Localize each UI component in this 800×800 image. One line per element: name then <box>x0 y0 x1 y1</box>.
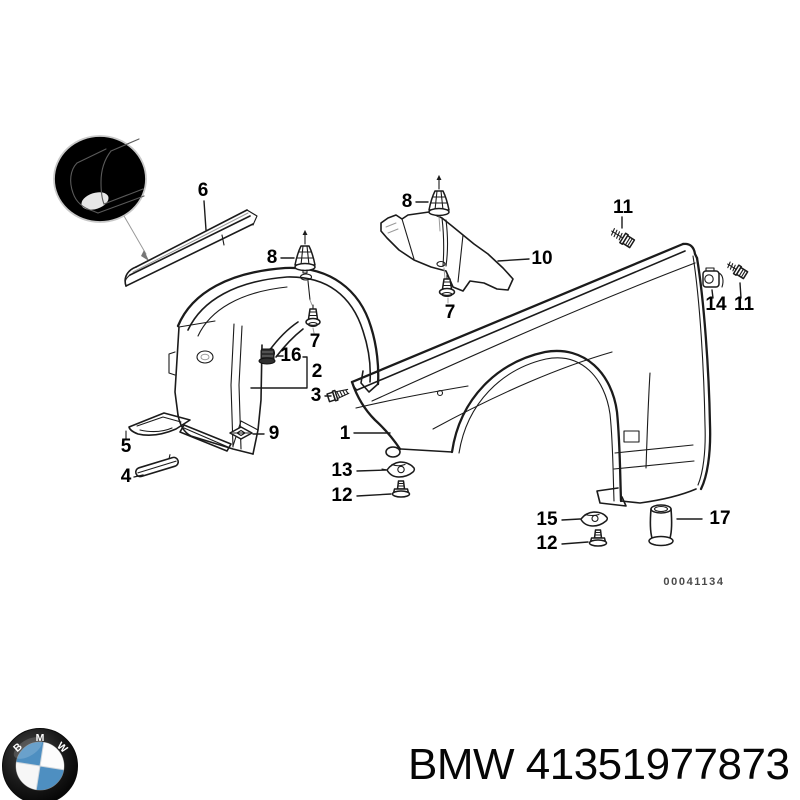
screw-part-12-lower <box>588 529 608 547</box>
clip-part-13 <box>381 461 416 478</box>
cover-part-10 <box>380 211 514 292</box>
callout-11-right: 11 <box>733 294 755 315</box>
screw-part-3 <box>326 388 350 403</box>
part-number-caption: BMW 41351977873 <box>408 740 790 789</box>
callout-8-left: 8 <box>266 247 278 268</box>
callout-3: 3 <box>310 385 322 406</box>
sill-strip-part-6 <box>124 209 258 287</box>
logo-letter-m: M <box>36 732 45 744</box>
callout-4: 4 <box>120 466 132 487</box>
quadrant-bottom-right <box>36 766 64 790</box>
quadrant-top-left <box>16 742 44 766</box>
callout-6: 6 <box>197 180 209 201</box>
clip-part-14 <box>702 267 724 288</box>
callout-17: 17 <box>709 508 731 529</box>
callout-12-upper: 12 <box>331 485 353 506</box>
clip-part-8-right <box>428 175 450 217</box>
callout-7-left: 7 <box>309 331 321 352</box>
callout-12-lower: 12 <box>536 533 558 554</box>
buffer-part-17 <box>648 504 674 547</box>
screw-part-7-right <box>438 274 456 304</box>
callout-15: 15 <box>536 509 558 530</box>
screw-part-12-upper <box>391 480 411 498</box>
callout-16: 16 <box>280 345 302 366</box>
screw-part-7-left <box>305 299 321 334</box>
screw-part-11-right <box>727 261 749 280</box>
bmw-logo: B M W <box>2 728 78 800</box>
callout-1: 1 <box>339 423 351 444</box>
callout-13: 13 <box>331 460 353 481</box>
fender-part-1 <box>350 242 712 507</box>
roundel-quadrants <box>16 742 64 790</box>
callout-5: 5 <box>120 436 132 457</box>
callout-2: 2 <box>311 361 323 382</box>
quadrant-top-right <box>40 742 64 770</box>
liner-part-2 <box>168 266 380 455</box>
callout-11-top: 11 <box>612 197 634 218</box>
screw-part-11-top <box>610 228 636 249</box>
grommet-part-16 <box>258 348 276 365</box>
callout-10: 10 <box>531 248 553 269</box>
callout-9: 9 <box>268 423 280 444</box>
detail-leader-line <box>123 215 147 255</box>
callout-8-right: 8 <box>401 191 413 212</box>
detail-arrowhead <box>141 250 149 261</box>
clip-part-8-left <box>294 230 316 274</box>
callout-14: 14 <box>705 294 727 315</box>
drawing-number: 00041134 <box>663 576 725 588</box>
detail-circle <box>53 135 149 261</box>
rivet-part-9 <box>229 426 253 440</box>
callout-7-right: 7 <box>444 302 456 323</box>
cover-part-5 <box>125 412 232 452</box>
leader-lines <box>133 200 742 545</box>
strip-part-4 <box>134 454 180 478</box>
clip-part-15 <box>580 511 609 527</box>
quadrant-bottom-left <box>16 762 40 790</box>
